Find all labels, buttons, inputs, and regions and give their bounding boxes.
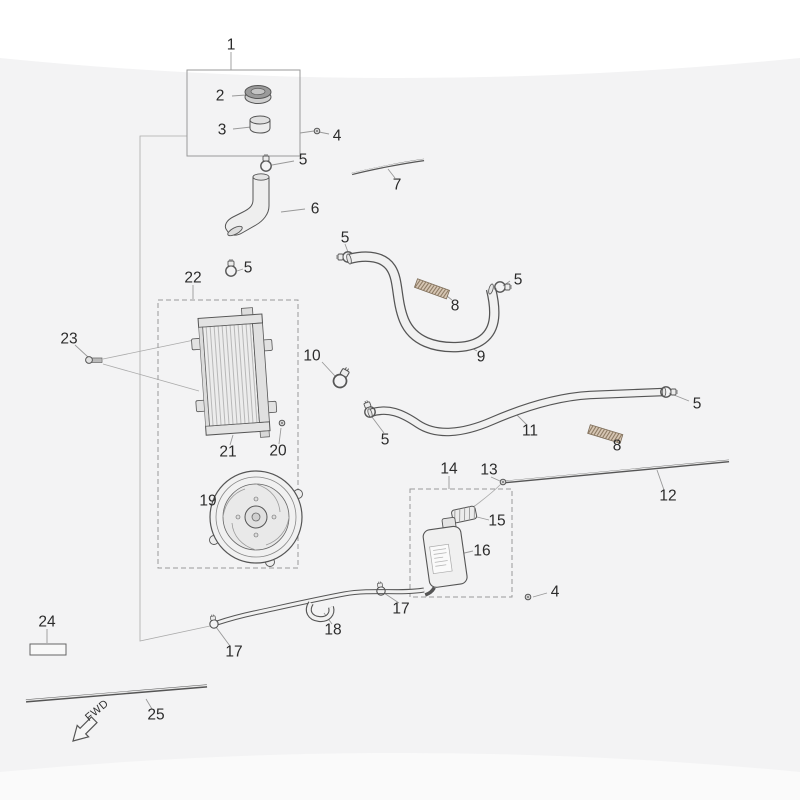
callout-14-21: 14: [440, 461, 458, 478]
callout-5-15: 5: [693, 396, 702, 413]
callout-19-24: 19: [199, 493, 216, 510]
reservoir-cap: [451, 505, 478, 524]
callout-22-9: 22: [184, 270, 201, 287]
bottom-white-band: [0, 753, 800, 800]
callout-4-3: 4: [333, 128, 342, 145]
callout-24-31: 24: [38, 614, 56, 631]
callout-4-27: 4: [551, 584, 560, 601]
lower-hose: [367, 387, 667, 437]
clamp-5-a: [260, 153, 272, 172]
fan-shroud: [209, 470, 303, 567]
bolt-20: [278, 419, 286, 427]
overflow-rod: [351, 158, 425, 176]
callout-2-1: 2: [216, 88, 225, 105]
bolt-23: [85, 356, 103, 364]
plate-24: [29, 643, 67, 656]
callout-17-30: 17: [225, 644, 242, 661]
callout-1-0: 1: [227, 37, 236, 54]
filler-neck: [249, 115, 271, 134]
frame-lines: [102, 135, 211, 642]
bolt-13: [499, 478, 507, 486]
callout-6-6: 6: [311, 201, 320, 218]
reservoir-tank: [422, 516, 468, 597]
radiator-group-box: [157, 299, 299, 569]
clamp-17-b: [207, 613, 220, 630]
callout-11-16: 11: [522, 423, 538, 440]
rod-12: [504, 459, 730, 484]
bolt-4-top: [313, 127, 321, 135]
clamp-10: [330, 363, 355, 391]
callout-7-5: 7: [393, 177, 402, 194]
tank-hose: [216, 587, 425, 626]
callout-18-29: 18: [324, 622, 341, 639]
callout-3-2: 3: [218, 122, 227, 139]
spring-8-a: [413, 278, 451, 300]
callout-20-20: 20: [269, 443, 287, 460]
leader-lines: [46, 52, 690, 710]
callout-10-13: 10: [303, 348, 321, 365]
reservoir-group-box: [409, 488, 513, 598]
filler-pipe: [224, 173, 270, 237]
callout-5-17: 5: [381, 432, 390, 449]
callout-5-4: 5: [299, 152, 308, 169]
callout-9-14: 9: [477, 349, 486, 366]
callout-15-25: 15: [488, 513, 505, 530]
clamp-5-d: [494, 281, 513, 293]
clamp-5-c: [225, 258, 237, 277]
bolt-4-bottom: [524, 593, 532, 601]
callout-5-8: 5: [244, 260, 253, 277]
callout-17-28: 17: [392, 601, 409, 618]
rod-25: [25, 684, 208, 703]
callout-21-19: 21: [219, 444, 236, 461]
fwd-arrow: [72, 716, 98, 742]
callout-25-32: 25: [147, 707, 164, 724]
callout-23-12: 23: [60, 331, 77, 348]
fwd-label: FWD: [83, 698, 111, 724]
callout-5-7: 5: [341, 230, 350, 247]
callout-8-11: 8: [451, 298, 460, 315]
callout-5-10: 5: [514, 272, 523, 289]
top-white-band: [0, 0, 800, 78]
cap-group-box: [186, 69, 301, 157]
callout-8-18: 8: [613, 438, 622, 455]
callout-13-22: 13: [480, 462, 497, 479]
callout-16-26: 16: [473, 543, 490, 560]
hose-18: [305, 601, 335, 623]
radiator: [191, 307, 278, 438]
radiator-cap: [244, 85, 272, 104]
upper-radiator-hose: [346, 251, 500, 353]
callout-12-23: 12: [659, 488, 676, 505]
